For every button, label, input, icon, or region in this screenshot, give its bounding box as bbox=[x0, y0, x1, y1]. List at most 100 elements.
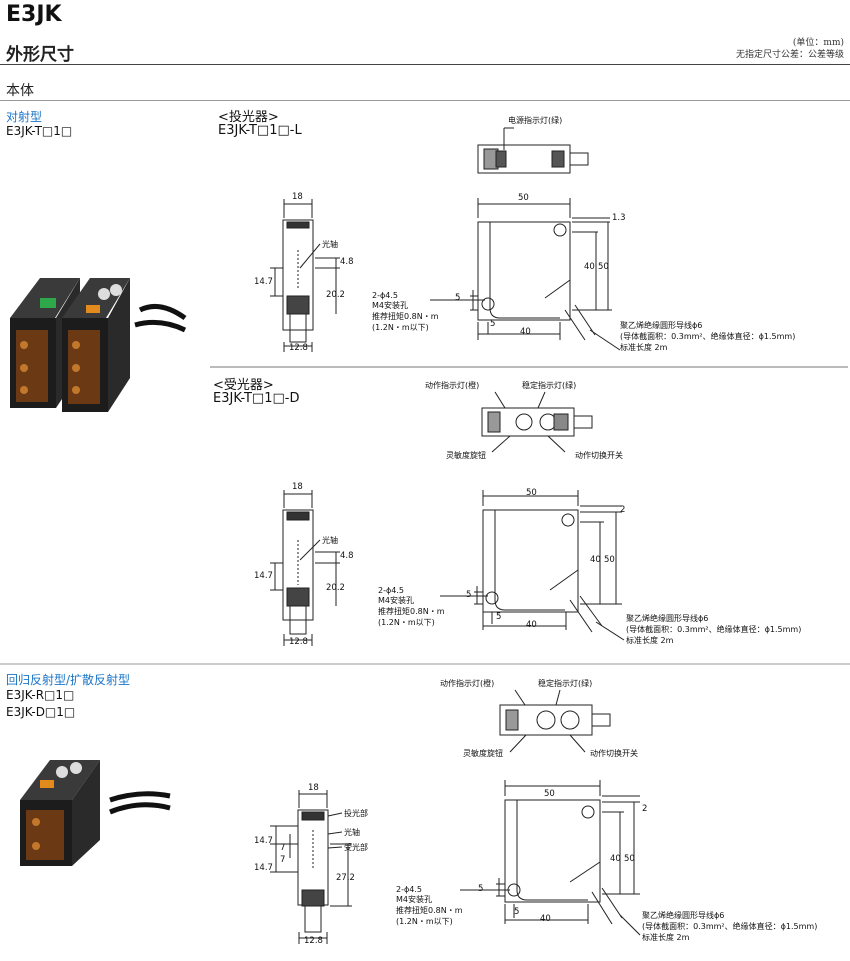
dim-7: 7 bbox=[280, 855, 286, 865]
receiver-side-view bbox=[270, 490, 340, 646]
emitter-top-view bbox=[477, 127, 589, 174]
stable-indicator-label: 稳定指示灯(绿) bbox=[538, 679, 593, 688]
cable-note-line: 聚乙烯绝缘圆形导线ϕ6 bbox=[642, 911, 725, 920]
dim-width-50: 50 bbox=[526, 488, 537, 498]
mounting-hole-note: 2-ϕ4.5 M4安装孔 推荐扭矩0.8N・m (1.2N・m以下) bbox=[396, 885, 463, 927]
dim-5-horizontal: 5 bbox=[496, 612, 502, 622]
dim-5-vertical: 5 bbox=[455, 293, 461, 303]
dim-width-18: 18 bbox=[292, 192, 303, 202]
cable-note: 聚乙烯绝缘圆形导线ϕ6 (导体截面积：0.3mm²、绝缘体直径：ϕ1.5mm) … bbox=[620, 320, 795, 353]
dim-width-18: 18 bbox=[308, 783, 319, 793]
hole-note-line: (1.2N・m以下) bbox=[372, 323, 429, 332]
optical-axis-label: 光轴 bbox=[322, 240, 338, 249]
dim-width-50: 50 bbox=[544, 789, 555, 799]
mounting-hole-note: 2-ϕ4.5 M4安装孔 推荐扭矩0.8N・m (1.2N・m以下) bbox=[378, 586, 445, 628]
model-thru-beam: E3JK-T□1□ bbox=[6, 124, 73, 138]
mode-switch-label: 动作切换开关 bbox=[575, 451, 623, 460]
receiver-part-label: 受光部 bbox=[344, 843, 368, 852]
power-indicator-label: 电源指示灯(绿) bbox=[508, 116, 563, 125]
hole-note-line: 推荐扭矩0.8N・m bbox=[378, 607, 445, 616]
thru-beam-photo bbox=[10, 278, 187, 412]
hole-note-line: 2-ϕ4.5 bbox=[396, 885, 422, 894]
dim-12-8: 12.8 bbox=[289, 637, 308, 647]
dim-5-horizontal: 5 bbox=[514, 907, 520, 917]
section-rule bbox=[0, 100, 850, 101]
cable-note: 聚乙烯绝缘圆形导线ϕ6 (导体截面积：0.3mm²、绝缘体直径：ϕ1.5mm) … bbox=[642, 910, 817, 943]
dim-20-2: 20.2 bbox=[326, 583, 345, 593]
section-title: 本体 bbox=[6, 83, 34, 99]
receiver-front-view bbox=[440, 490, 625, 641]
page-title: 外形尺寸 bbox=[6, 45, 74, 65]
cable-note-line: 标准长度 2m bbox=[620, 343, 668, 352]
model-diffuse-reflective: E3JK-D□1□ bbox=[6, 705, 76, 719]
dim-2: 2 bbox=[620, 505, 626, 515]
unit-note: (单位：mm) 无指定尺寸公差：公差等级 bbox=[736, 37, 844, 61]
sensitivity-knob-label: 灵敏度旋钮 bbox=[463, 749, 503, 758]
dim-1-3: 1.3 bbox=[612, 213, 626, 223]
hole-note-line: (1.2N・m以下) bbox=[396, 917, 453, 926]
optical-axis-label: 光轴 bbox=[322, 536, 338, 545]
dim-20-2: 20.2 bbox=[326, 290, 345, 300]
dim-4-8: 4.8 bbox=[340, 257, 354, 267]
hole-note-line: M4安装孔 bbox=[378, 596, 414, 605]
dim-27-2: 27.2 bbox=[336, 873, 355, 883]
cable-note-line: (导体截面积：0.3mm²、绝缘体直径：ϕ1.5mm) bbox=[620, 332, 796, 341]
dim-4-8: 4.8 bbox=[340, 551, 354, 561]
hole-note-line: 推荐扭矩0.8N・m bbox=[396, 906, 463, 915]
cable-note-line: 标准长度 2m bbox=[642, 933, 690, 942]
product-model-title: E3JK bbox=[6, 2, 62, 27]
model-retro-reflective: E3JK-R□1□ bbox=[6, 688, 75, 702]
dim-width-40: 40 bbox=[526, 620, 537, 630]
reflective-photo bbox=[20, 760, 171, 866]
cable-note-line: (导体截面积：0.3mm²、绝缘体直径：ϕ1.5mm) bbox=[626, 625, 802, 634]
stable-indicator-label: 稳定指示灯(绿) bbox=[522, 381, 577, 390]
op-indicator-label: 动作指示灯(橙) bbox=[425, 381, 480, 390]
cable-note-line: 聚乙烯绝缘圆形导线ϕ6 bbox=[626, 614, 709, 623]
dim-2: 2 bbox=[642, 804, 648, 814]
emitter-model: E3JK-T□1□-L bbox=[218, 123, 302, 138]
tolerance-label: 无指定尺寸公差：公差等级 bbox=[735, 50, 844, 60]
receiver-top-view bbox=[481, 391, 593, 453]
dim-width-40: 40 bbox=[520, 327, 531, 337]
category-reflective: 回归反射型/扩散反射型 bbox=[6, 673, 131, 687]
hole-note-line: 2-ϕ4.5 bbox=[372, 291, 398, 300]
dim-14-7: 14.7 bbox=[254, 863, 273, 873]
emitter-front-view bbox=[430, 198, 621, 351]
header-rule bbox=[0, 64, 850, 65]
dim-14-7: 14.7 bbox=[254, 836, 273, 846]
dim-height-50: 50 bbox=[598, 262, 609, 272]
emitter-title: <投光器> bbox=[218, 110, 279, 125]
reflective-side-view bbox=[270, 790, 352, 944]
dim-height-50: 50 bbox=[624, 854, 635, 864]
receiver-model: E3JK-T□1□-D bbox=[213, 391, 300, 406]
receiver-title: <受光器> bbox=[213, 378, 274, 393]
dim-5-vertical: 5 bbox=[466, 590, 472, 600]
dim-height-40: 40 bbox=[610, 854, 621, 864]
mounting-hole-note: 2-ϕ4.5 M4安装孔 推荐扭矩0.8N・m (1.2N・m以下) bbox=[372, 291, 439, 333]
cable-note: 聚乙烯绝缘圆形导线ϕ6 (导体截面积：0.3mm²、绝缘体直径：ϕ1.5mm) … bbox=[626, 613, 801, 646]
hole-note-line: 推荐扭矩0.8N・m bbox=[372, 312, 439, 321]
reflective-top-view bbox=[499, 689, 611, 753]
dim-7: 7 bbox=[280, 843, 286, 853]
dim-12-8: 12.8 bbox=[304, 936, 323, 946]
cable-note-line: (导体截面积：0.3mm²、绝缘体直径：ϕ1.5mm) bbox=[642, 922, 818, 931]
optical-axis-label: 光轴 bbox=[344, 828, 360, 837]
hole-note-line: 2-ϕ4.5 bbox=[378, 586, 404, 595]
hole-note-line: M4安装孔 bbox=[372, 301, 408, 310]
cable-note-line: 聚乙烯绝缘圆形导线ϕ6 bbox=[620, 321, 703, 330]
dim-width-18: 18 bbox=[292, 482, 303, 492]
dim-14-7: 14.7 bbox=[254, 277, 273, 287]
category-thru-beam: 对射型 bbox=[6, 110, 43, 124]
mode-switch-label: 动作切换开关 bbox=[590, 749, 638, 758]
dim-14-7: 14.7 bbox=[254, 571, 273, 581]
dim-5-vertical: 5 bbox=[478, 884, 484, 894]
emitter-part-label: 投光部 bbox=[344, 809, 368, 818]
hole-note-line: (1.2N・m以下) bbox=[378, 618, 435, 627]
dim-height-40: 40 bbox=[584, 262, 595, 272]
cable-note-line: 标准长度 2m bbox=[626, 636, 674, 645]
emitter-side-view bbox=[270, 199, 340, 352]
hole-note-line: M4安装孔 bbox=[396, 895, 432, 904]
dim-width-40: 40 bbox=[540, 914, 551, 924]
dim-height-40: 40 bbox=[590, 555, 601, 565]
